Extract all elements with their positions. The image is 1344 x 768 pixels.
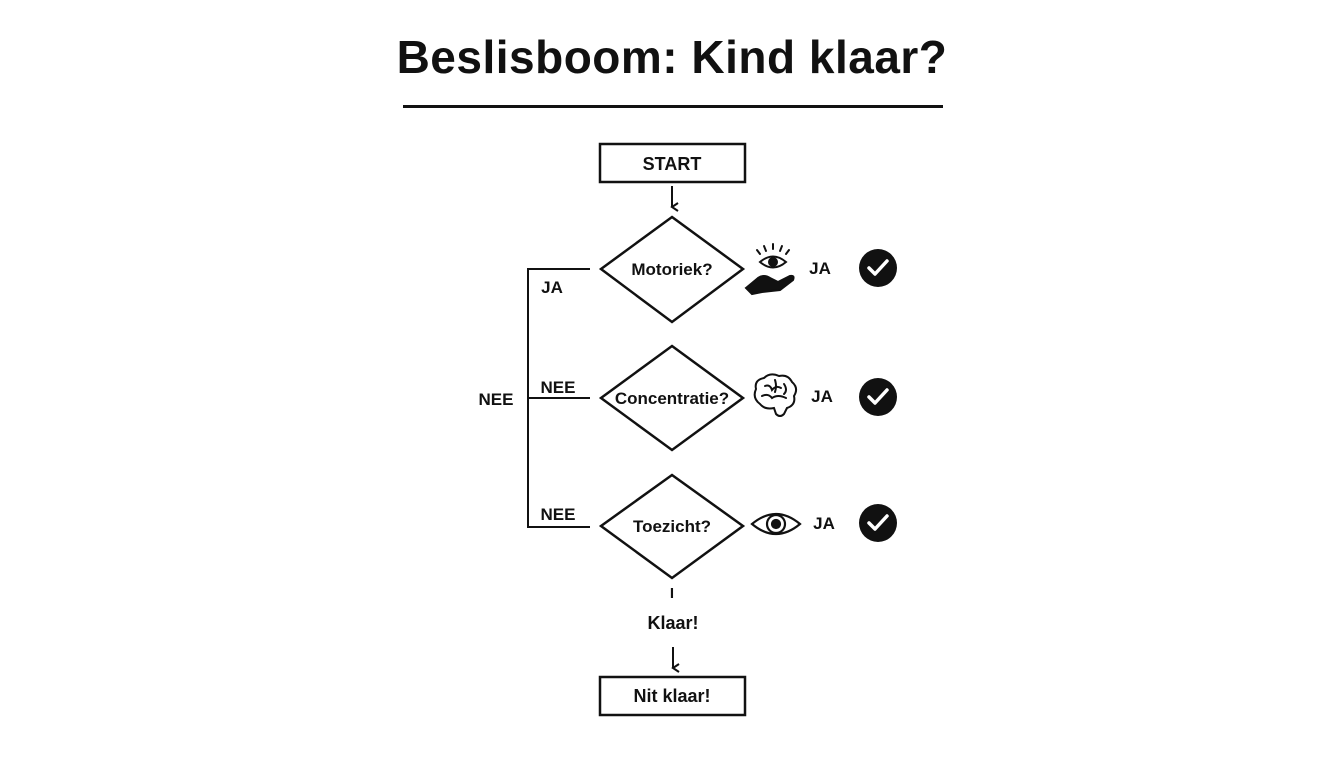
eye-icon <box>750 512 802 536</box>
niet-klaar-node: Nit klaar! <box>598 675 747 717</box>
right-ja-toezicht-label: JA <box>813 514 835 533</box>
motoriek-label: Motoriek? <box>631 260 712 279</box>
check-icon <box>859 249 897 287</box>
brain-icon <box>753 373 798 417</box>
decision-concentratie: Concentratie? <box>598 344 746 452</box>
start-label: START <box>643 154 702 174</box>
below-toezicht-mark: I <box>670 585 674 602</box>
decision-motoriek: Motoriek? <box>598 215 746 324</box>
niet-klaar-label: Nit klaar! <box>633 686 710 706</box>
title-underline <box>403 105 943 108</box>
right-ja-motoriek-label: JA <box>809 259 831 278</box>
left-nee-toezicht-label: NEE <box>541 505 576 524</box>
check-icon <box>859 504 897 542</box>
left-nee-outer-label: NEE <box>479 390 514 409</box>
klaar-label: Klaar! <box>647 613 698 633</box>
left-ja-label: JA <box>541 278 563 297</box>
check-icon <box>859 378 897 416</box>
start-node: START <box>598 142 747 184</box>
toezicht-label: Toezicht? <box>633 517 711 536</box>
concentratie-label: Concentratie? <box>615 389 729 408</box>
left-nee-concentratie-label: NEE <box>541 378 576 397</box>
page-title: Beslisboom: Kind klaar? <box>396 31 948 83</box>
left-branch-lines <box>527 268 590 528</box>
hand-eye-icon <box>744 243 795 296</box>
right-ja-concentratie-label: JA <box>811 387 833 406</box>
decision-toezicht: Toezicht? <box>598 473 746 580</box>
